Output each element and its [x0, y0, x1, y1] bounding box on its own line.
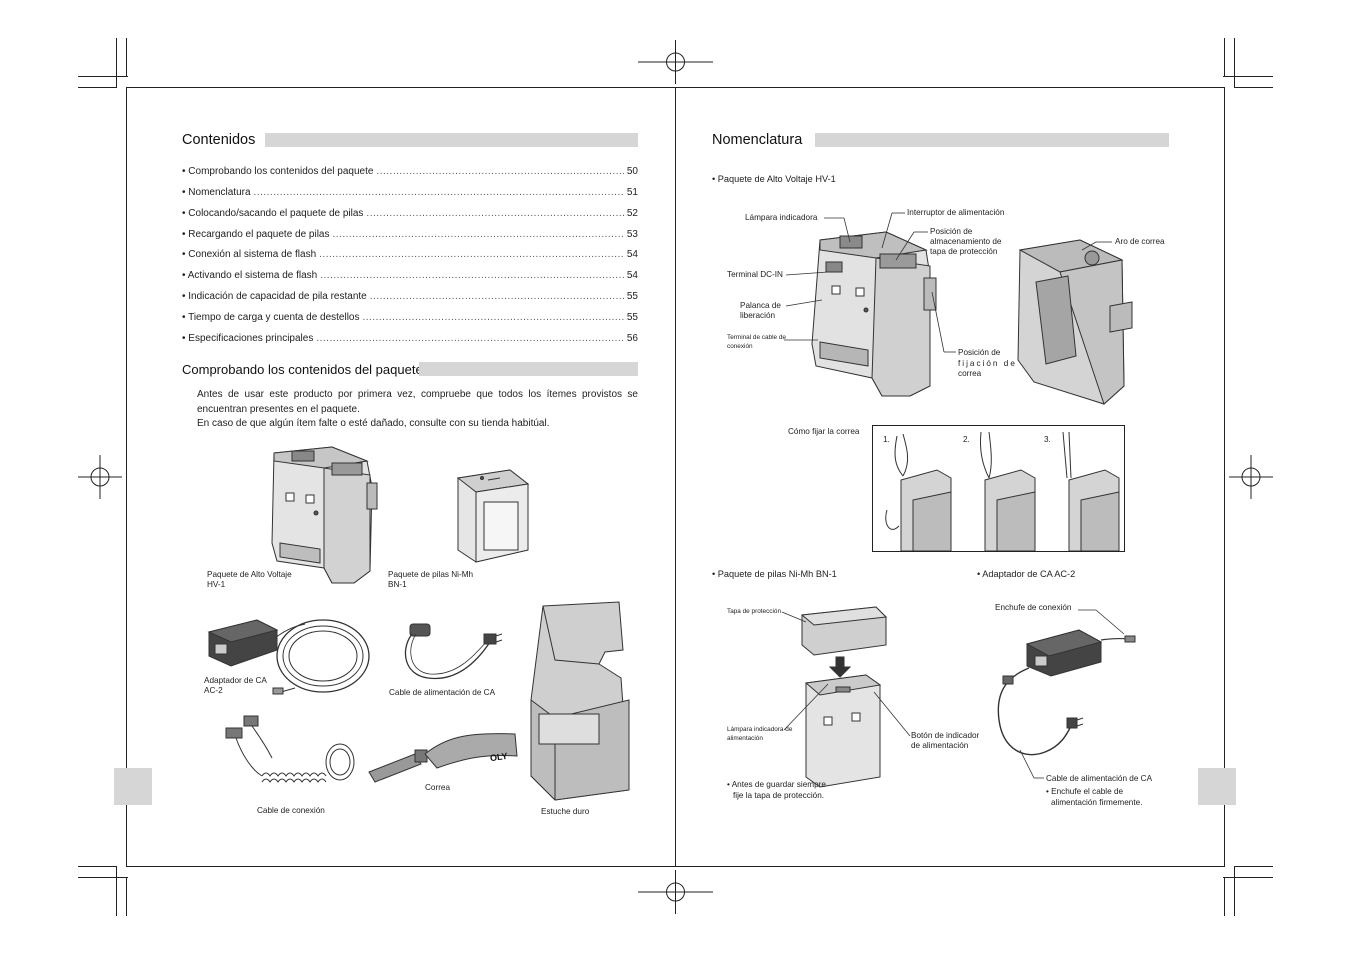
connection-cable-illustration [225, 715, 355, 783]
toc-row[interactable]: • Indicación de capacidad de pila restan… [182, 288, 638, 302]
right-thumb-tab [1198, 768, 1236, 805]
hv1-unit-illustration [271, 446, 378, 584]
hv1-label-line1: Paquete de Alto Voltaje [207, 570, 292, 579]
ac2-diagram-illustration [997, 629, 1136, 756]
ac2-adapter-illustration [207, 619, 370, 695]
power-cable-illustration [404, 623, 503, 680]
nomenclature-title-bar [815, 133, 1169, 147]
strap-step-3: 3. [1044, 435, 1051, 444]
toc-row[interactable]: • Nomenclatura51 [182, 184, 638, 198]
toc-row[interactable]: • Tiempo de carga y cuenta de destellos5… [182, 309, 638, 323]
bn1-leader-lines [781, 611, 911, 737]
check-contents-title: Comprobando los contenidos del paquete [182, 362, 423, 377]
strap-label: Correa [425, 783, 451, 792]
toc-row[interactable]: • Activando el sistema de flash54 [182, 267, 638, 281]
label-dc-in: Terminal DC-IN [727, 270, 783, 279]
label-strap-pos-2: fijación de [958, 359, 1017, 368]
label-cap-storage-3: tapa de protección [930, 247, 998, 256]
contents-title: Contenidos [182, 132, 256, 148]
toc-row[interactable]: • Colocando/sacando el paquete de pilas5… [182, 205, 638, 219]
power-cable-label: Cable de alimentación de CA [389, 688, 496, 697]
label-conn-terminal-2: conexión [727, 343, 753, 350]
label-indicator-lamp: Lámpara indicadora [745, 213, 818, 222]
bn1-label-line2: BN-1 [388, 580, 407, 589]
ac2-label-line2: AC-2 [204, 686, 223, 695]
toc-row[interactable]: • Especificaciones principales56 [182, 330, 638, 344]
toc-row[interactable]: • Comprobando los contenidos del paquete… [182, 163, 638, 177]
hv1-back-illustration [1017, 239, 1133, 405]
ac2-label-plug: Enchufe de conexión [995, 603, 1072, 612]
bn1-note-1: • Antes de guardar siempre [727, 780, 826, 789]
connection-cable-label: Cable de conexión [257, 806, 325, 815]
hard-case-illustration [530, 601, 630, 801]
ac2-leader-lines [1019, 609, 1125, 779]
ac2-label-line1: Adaptador de CA [204, 676, 267, 685]
hv1-front-illustration [811, 231, 937, 397]
toc-row[interactable]: • Conexión al sistema de flash54 [182, 246, 638, 260]
bn1-diagram-illustration [800, 606, 888, 788]
bn1-label-line1: Paquete de pilas Ni-Mh [388, 570, 474, 579]
label-conn-terminal-1: Terminal de cable de [727, 334, 786, 341]
bn1-label-lamp-2: alimentación [727, 735, 763, 742]
strap-steps-illustration [885, 431, 1120, 551]
bn1-note-2: fije la tapa de protección. [733, 791, 825, 800]
check-paragraph-1: Antes de usar este producto por primera … [197, 389, 638, 415]
bn1-battery-illustration [456, 469, 530, 563]
ac2-note-1: • Enchufe el cable de [1046, 787, 1124, 796]
label-cap-storage-1: Posición de [930, 227, 973, 236]
toc-row[interactable]: • Recargando el paquete de pilas53 [182, 226, 638, 240]
left-thumb-tab [114, 768, 152, 805]
check-paragraph-2: En caso de que algún ítem falte o esté d… [197, 418, 550, 429]
label-release-2: liberación [740, 311, 776, 320]
hv1-section-title: • Paquete de Alto Voltaje HV-1 [712, 174, 836, 184]
nomenclature-title: Nomenclatura [712, 132, 803, 148]
strap-how-label: Cómo fijar la correa [788, 427, 860, 436]
ac2-section-title: • Adaptador de CA AC-2 [977, 569, 1076, 579]
bn1-label-lamp-1: Lámpara indicadora de [727, 726, 793, 733]
label-power-switch: Interruptor de alimentación [907, 208, 1005, 217]
label-strap-pos-3: correa [958, 369, 982, 378]
bn1-label-button-2: de alimentación [911, 741, 969, 750]
bn1-section-title: • Paquete de pilas Ni-Mh BN-1 [712, 569, 837, 579]
label-strap-ring: Aro de correa [1115, 237, 1165, 246]
hard-case-label: Estuche duro [541, 807, 590, 816]
strap-step-2: 2. [963, 435, 970, 444]
hv1-leader-lines [784, 212, 1112, 353]
check-contents-title-bar [419, 362, 638, 376]
label-release-1: Palanca de [740, 301, 781, 310]
strap-steps-box: 1. 2. 3. [872, 425, 1125, 552]
ac2-note-2: alimentación firmemente. [1051, 798, 1143, 807]
contents-title-bar [265, 133, 638, 147]
ac2-label-cable: Cable de alimentación de CA [1046, 774, 1153, 783]
bn1-label-cap: Tapa de protección [727, 608, 782, 615]
strap-step-1: 1. [883, 435, 890, 444]
hv1-label-line2: HV-1 [207, 580, 226, 589]
label-strap-pos-1: Posición de [958, 348, 1001, 357]
strap-illustration [368, 733, 518, 783]
label-cap-storage-2: almacenamiento de [930, 237, 1002, 246]
bn1-label-button-1: Botón de indicador [911, 731, 980, 740]
